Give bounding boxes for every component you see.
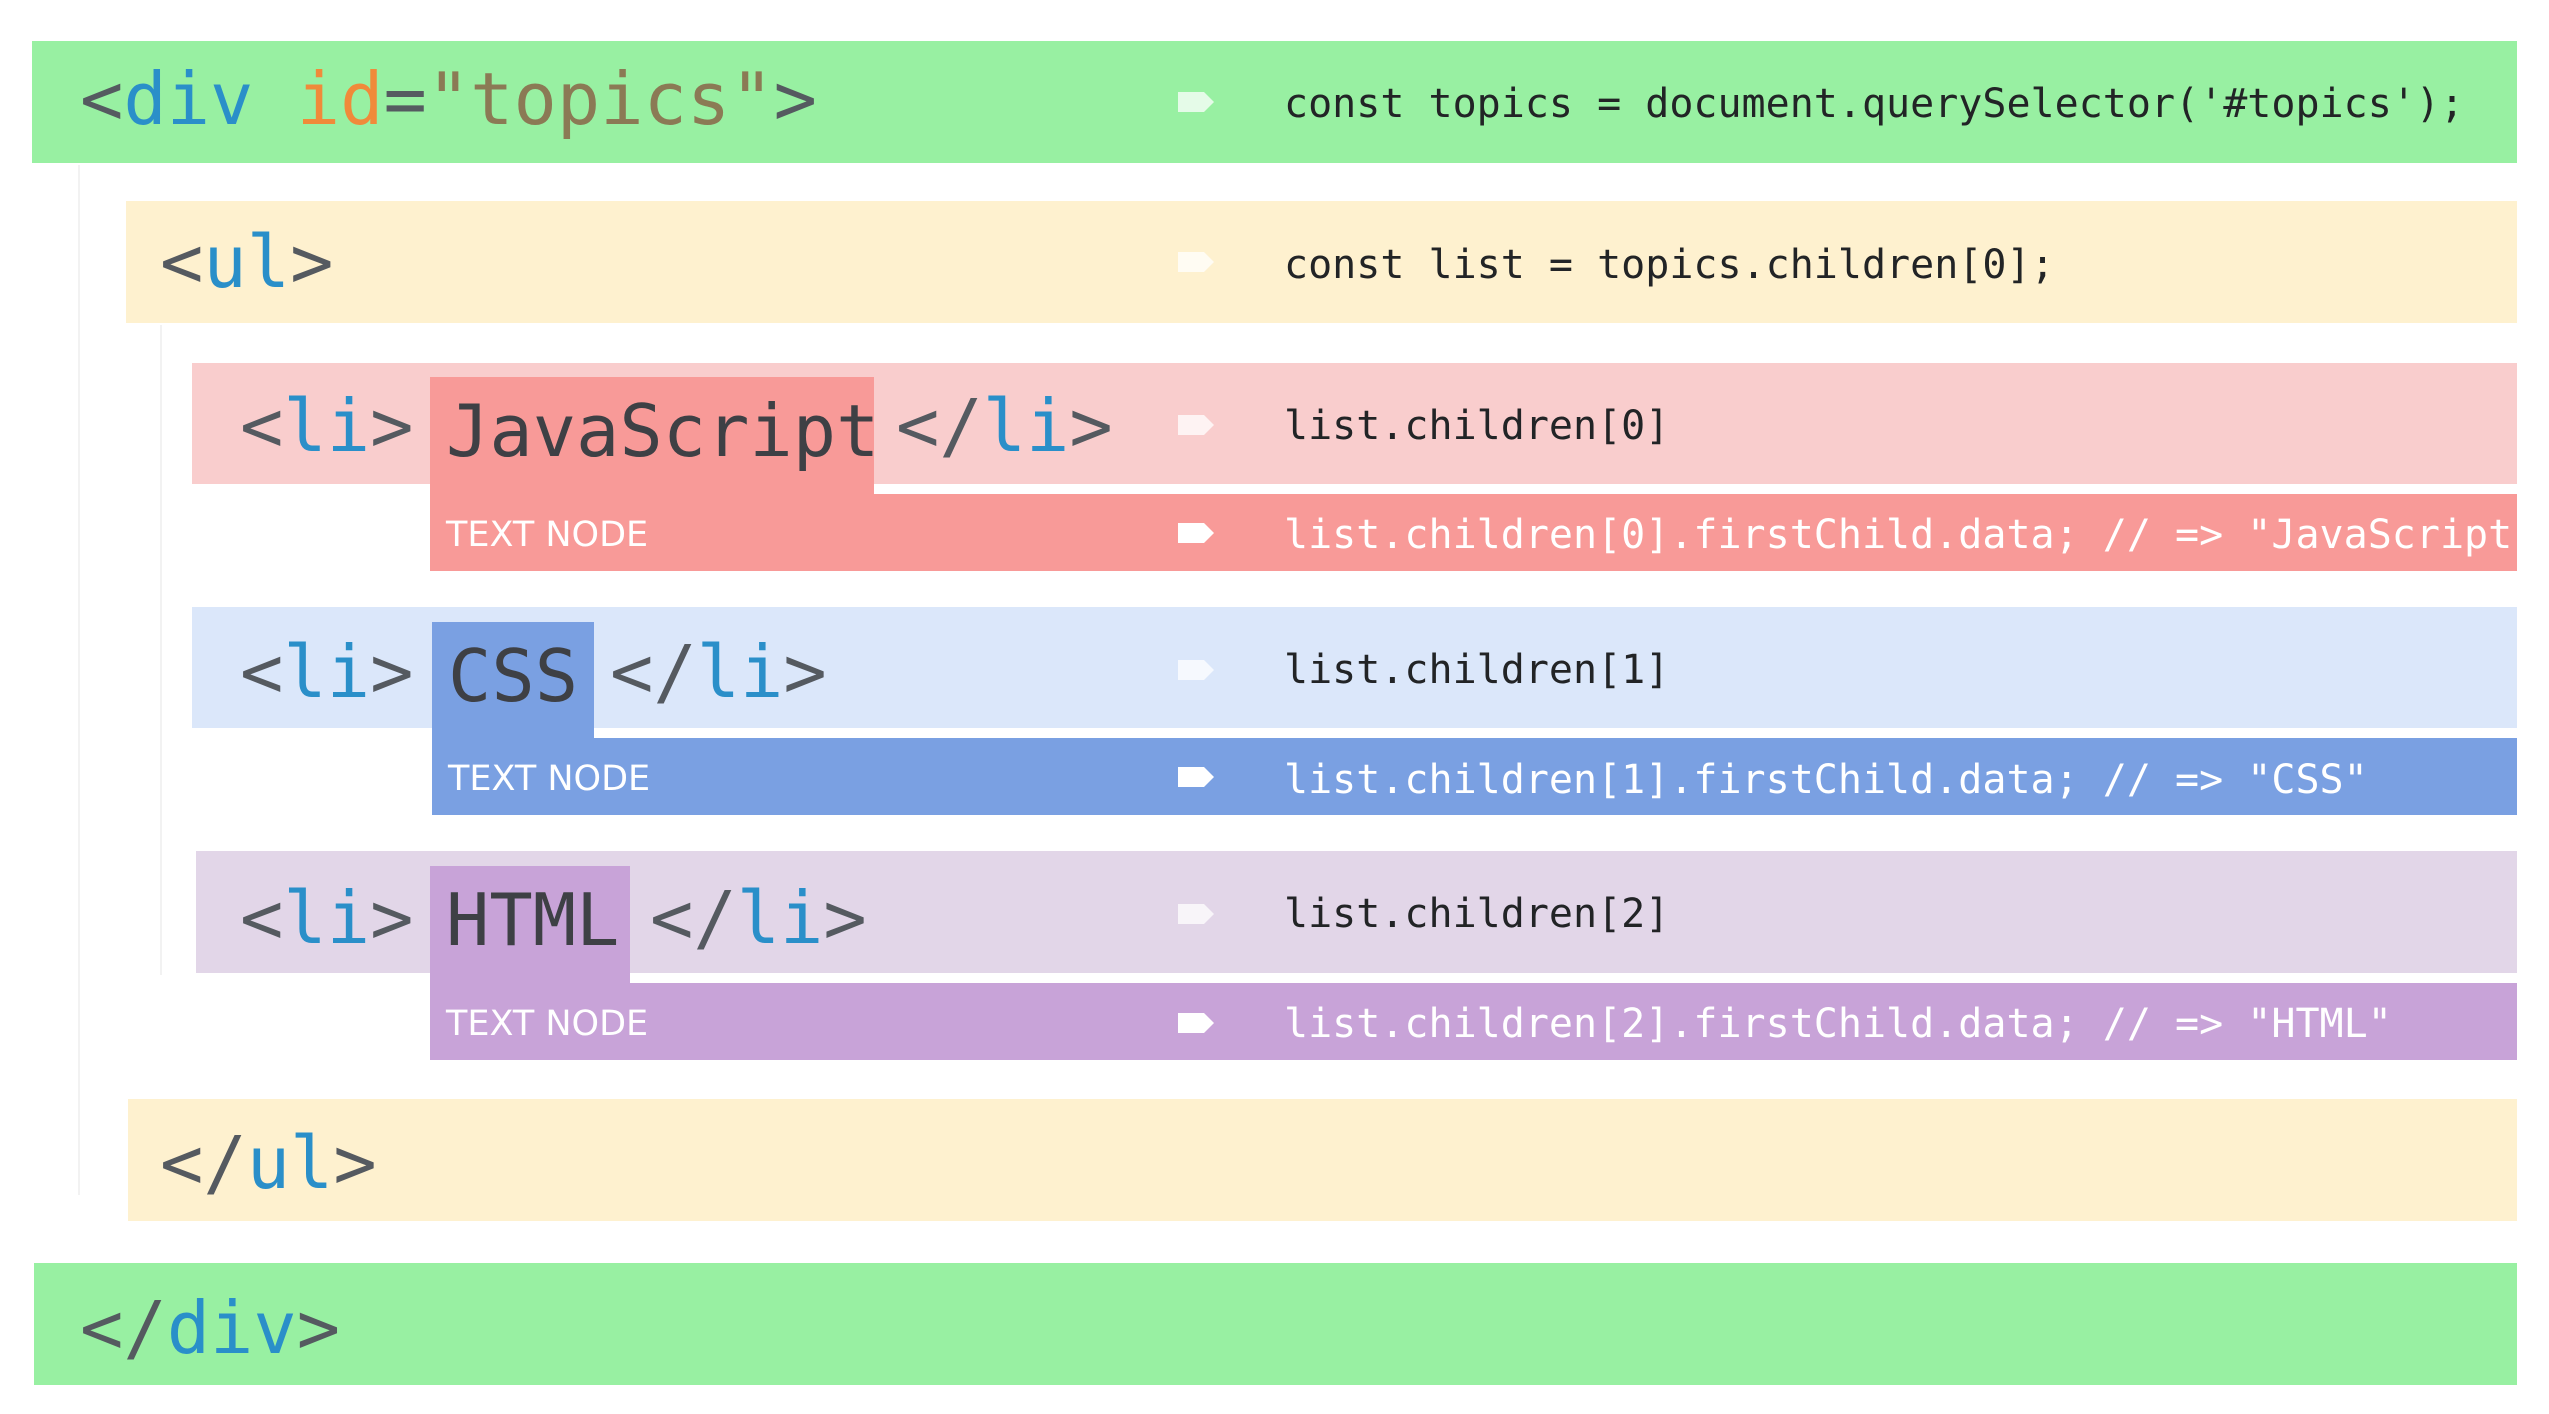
div-open-band xyxy=(32,41,2517,163)
tag-arrow-icon xyxy=(1178,415,1214,435)
li-html-text: HTML xyxy=(446,878,620,962)
tag-arrow-icon xyxy=(1178,1013,1214,1033)
text-node-css-label: TEXT NODE xyxy=(448,759,651,799)
text-node-javascript-label: TEXT NODE xyxy=(446,515,649,555)
li-css-code: list.children[1] xyxy=(1284,647,1670,693)
text-node-html-band xyxy=(430,983,2517,1060)
text-node-javascript-band xyxy=(430,494,2517,571)
text-node-html-label: TEXT NODE xyxy=(446,1004,649,1044)
ul-open-band xyxy=(126,201,2517,323)
text-node-css-band xyxy=(432,738,2517,815)
text-node-css-code: list.children[1].firstChild.data; // => … xyxy=(1284,757,2368,803)
li-css-open-tag: <li> xyxy=(240,630,414,714)
li-javascript-open-tag: <li> xyxy=(240,384,414,468)
tag-arrow-icon xyxy=(1178,660,1214,680)
text-node-javascript-code: list.children[0].firstChild.data; // => … xyxy=(1284,512,2537,558)
tag-arrow-icon xyxy=(1178,92,1214,112)
indent-guide-1 xyxy=(78,165,80,1195)
div-query-code: const topics = document.querySelector('#… xyxy=(1284,81,2465,127)
ul-close-tag: </ul> xyxy=(160,1121,377,1205)
li-javascript-text: JavaScript xyxy=(446,389,880,473)
ul-children-code: const list = topics.children[0]; xyxy=(1284,242,2055,288)
text-node-javascript-box: JavaScript xyxy=(430,377,879,494)
li-html-open-tag: <li> xyxy=(240,876,414,960)
li-html-close-tag: </li> xyxy=(650,876,867,960)
div-close-tag: </div> xyxy=(80,1286,341,1370)
div-open-tag: <div id="topics"> xyxy=(80,57,817,141)
tag-arrow-icon xyxy=(1178,252,1214,272)
text-node-html-code: list.children[2].firstChild.data; // => … xyxy=(1284,1001,2392,1047)
div-close-band xyxy=(34,1263,2517,1385)
tag-arrow-icon xyxy=(1178,767,1214,787)
li-html-code: list.children[2] xyxy=(1284,891,1670,937)
li-css-close-tag: </li> xyxy=(610,630,827,714)
indent-guide-2 xyxy=(160,325,162,975)
tag-arrow-icon xyxy=(1178,904,1214,924)
tag-arrow-icon xyxy=(1178,523,1214,543)
text-node-html-box: HTML xyxy=(430,866,630,983)
li-javascript-close-tag: </li> xyxy=(896,384,1113,468)
text-node-css-box: CSS xyxy=(432,622,594,738)
li-css-text: CSS xyxy=(448,634,579,718)
ul-close-band xyxy=(128,1099,2517,1221)
li-javascript-code: list.children[0] xyxy=(1284,403,1670,449)
ul-open-tag: <ul> xyxy=(160,220,334,304)
